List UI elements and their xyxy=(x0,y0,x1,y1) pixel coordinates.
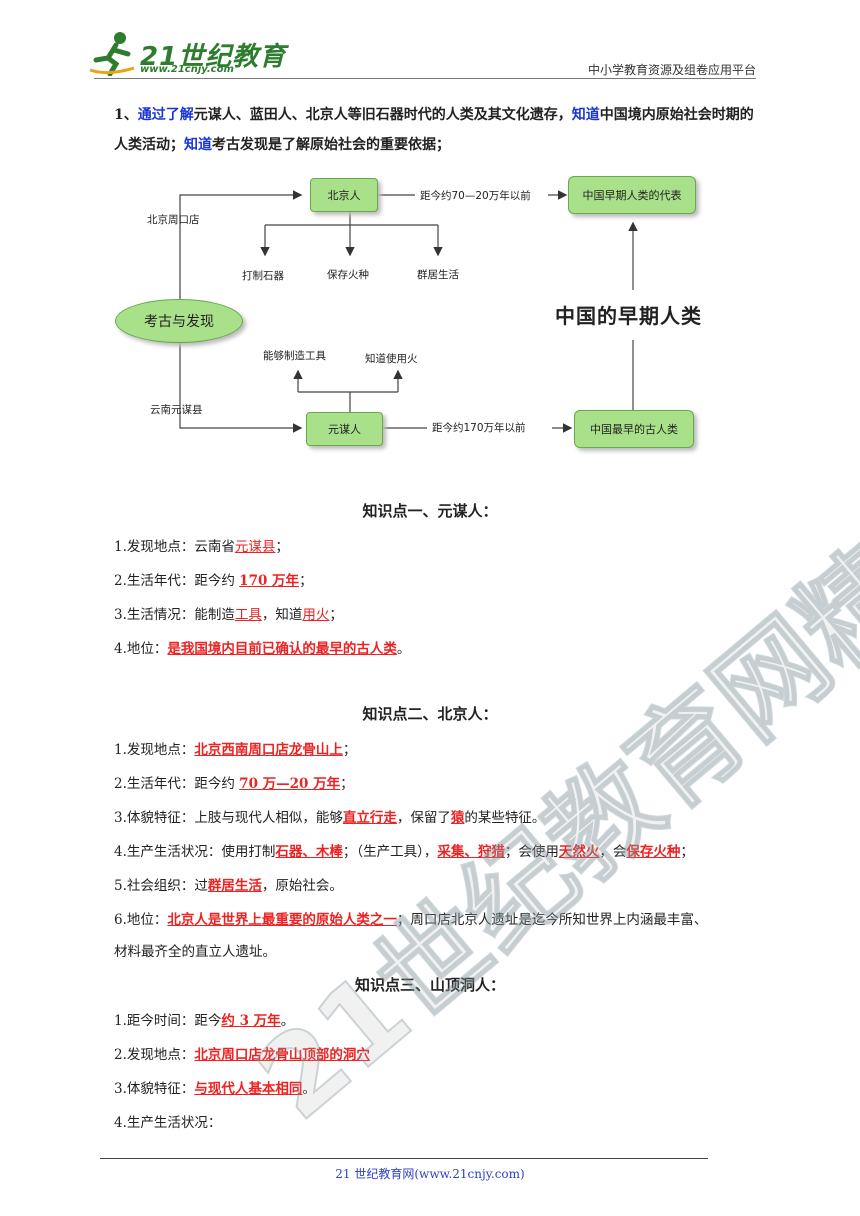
yuanmou-status-box: 中国最早的古人类 xyxy=(574,410,694,448)
activity-label-3: 群居生活 xyxy=(417,269,459,281)
ability-label-2: 知道使用火 xyxy=(365,353,418,365)
runner-logo-icon xyxy=(89,32,135,77)
activity-label-2: 保存火种 xyxy=(327,269,369,281)
peking-man-box: 北京人 xyxy=(310,178,378,212)
intro-text-1: 元谋人、蓝田人、北京人等旧石器时代的人类及其文化遗存， xyxy=(193,107,572,123)
peking-site-line: 1.发现地点：北京西南周口店龙骨山上； xyxy=(114,742,357,758)
peking-site-label: 北京周口店 xyxy=(147,214,200,226)
intro-number: 1、 xyxy=(114,107,138,123)
ability-label-1: 能够制造工具 xyxy=(263,350,326,362)
yuanmou-site-line: 1.发现地点：云南省元谋县； xyxy=(114,539,289,555)
diagram-title: 中国的早期人类 xyxy=(555,304,702,328)
yuanmou-age-line: 2.生活年代：距今约 170 万年； xyxy=(114,573,313,589)
platform-name: 中小学教育资源及组卷应用平台 xyxy=(587,63,756,77)
yuanmou-status-line: 4.地位：是我国境内目前已确认的最早的古人类。 xyxy=(114,641,411,657)
peking-time-label: 距今约70—20万年以前 xyxy=(420,190,531,202)
intro-keyword-3: 知道 xyxy=(184,137,212,153)
logo xyxy=(88,30,268,80)
activity-label-1: 打制石器 xyxy=(242,270,284,282)
peking-society-line: 5.社会组织：过群居生活，原始社会。 xyxy=(114,878,343,894)
logo-url: www.21cnjy.com xyxy=(140,64,234,75)
peking-status-line-cont: 材料最齐全的直立人遗址。 xyxy=(114,944,276,960)
section-heading-peking: 知识点二、北京人： xyxy=(362,705,498,723)
footer-divider xyxy=(100,1158,708,1159)
section-heading-yuanmou: 知识点一、元谋人： xyxy=(362,502,498,520)
concept-diagram: 北京人 北京周口店 距今约70—20万年以前 中国早期人类的代表 打制石器 保存… xyxy=(0,0,860,460)
section-heading-upper-cave: 知识点三、山顶洞人： xyxy=(354,976,505,994)
intro-keyword-2: 知道 xyxy=(571,107,600,123)
yuanmou-man-box: 元谋人 xyxy=(306,412,383,446)
peking-feature-line: 3.体貌特征：上肢与现代人相似，能够直立行走，保留了猿的某些特征。 xyxy=(114,810,546,826)
yuanmou-time-label: 距今约170万年以前 xyxy=(432,422,526,434)
upper-cave-site-line: 2.发现地点：北京周口店龙骨山顶部的洞穴 xyxy=(114,1047,370,1063)
archaeology-discovery-node: 考古与发现 xyxy=(115,299,243,343)
peking-status-box: 中国早期人类的代表 xyxy=(568,176,696,214)
header-divider xyxy=(94,78,756,79)
footer-text: 21 世纪教育网(www.21cnjy.com) xyxy=(335,1167,525,1181)
upper-cave-feature-line: 3.体貌特征：与现代人基本相同。 xyxy=(114,1081,316,1097)
peking-age-line: 2.生活年代：距今约 70 万—20 万年； xyxy=(114,776,354,792)
peking-production-line: 4.生产生活状况：使用打制石器、木棒；（生产工具），采集、狩猎；会使用天然火，会… xyxy=(114,844,694,860)
intro-text-2: 中国境内原始社会时期的人类活动； xyxy=(114,107,754,153)
upper-cave-production-line: 4.生产生活状况： xyxy=(114,1115,222,1131)
upper-cave-age-line: 1.距今时间：距今约 3 万年。 xyxy=(114,1013,295,1029)
diagram-connectors xyxy=(179,190,638,433)
yuanmou-site-label: 云南元谋县 xyxy=(150,404,203,416)
logo-text: 21世纪教育 xyxy=(140,42,287,72)
yuanmou-life-line: 3.生活情况：能制造工具，知道用火； xyxy=(114,607,343,623)
intro-paragraph: 1、通过了解元谋人、蓝田人、北京人等旧石器时代的人类及其文化遗存，知道中国境内原… xyxy=(114,100,764,160)
intro-text-3: 考古发现是了解原始社会的重要依据； xyxy=(212,137,450,153)
peking-status-line: 6.地位：北京人是世界上最重要的原始人类之一；周口店北京人遗址是迄今所知世界上内… xyxy=(114,912,708,928)
intro-keyword-1: 通过了解 xyxy=(137,107,194,123)
